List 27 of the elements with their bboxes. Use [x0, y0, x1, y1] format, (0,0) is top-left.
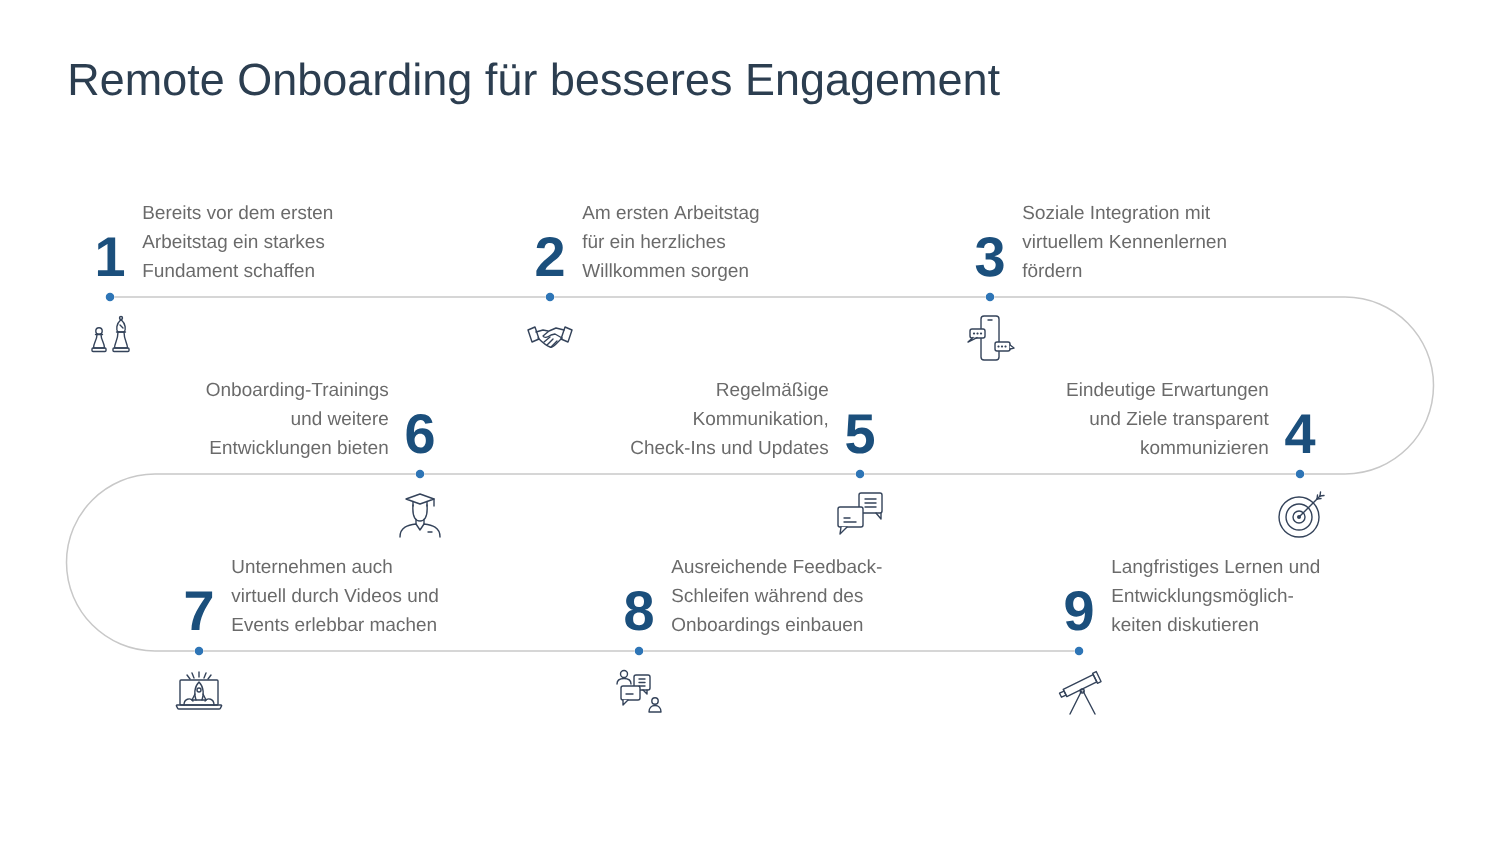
step-text: Eindeutige Erwartungen und Ziele transparent kommunizieren [1067, 382, 1269, 455]
timeline-line [65, 473, 417, 652]
step-number: 9 [1065, 590, 1093, 631]
title: Remote Onboarding für besseres Engagement [70, 62, 1000, 105]
step-number: 1 [97, 237, 124, 276]
timeline-line [113, 296, 547, 298]
step-number: 7 [185, 591, 213, 630]
step-text: Regelmäßige Kommunikation, Check-Ins und Updates [631, 382, 829, 458]
timeline-line [553, 296, 987, 298]
step-text: Am ersten Arbeitstag für ein herzliches Willkommen sorgen [582, 205, 759, 281]
step-text: Onboarding-Trainings und weitere Entwicklungen bieten [206, 382, 389, 458]
step-text: Bereits vor dem ersten Arbeitstag ein starkes Fundament schaffen [142, 205, 333, 278]
step-number: 5 [846, 414, 875, 454]
timeline-line [863, 473, 1297, 475]
step-text: Unternehmen auch virtuell durch Videos und Events erlebbar machen [231, 559, 438, 632]
step-number: 6 [406, 413, 434, 454]
timeline-line [642, 650, 1076, 652]
step-number: 8 [625, 590, 653, 631]
timeline-line [993, 296, 1435, 475]
step-number: 3 [975, 236, 1004, 277]
timeline-line [423, 473, 857, 475]
step-number: 4 [1285, 414, 1316, 453]
step-text: Soziale Integration mit virtuellem Kennenlernen fördern [1022, 205, 1226, 278]
step-text: Langfristiges Lernen und Entwicklungsmöglich- keiten diskutieren [1112, 559, 1320, 632]
step-number: 2 [536, 236, 564, 276]
timeline-line [202, 650, 636, 652]
step-text: Ausreichende Feedback- Schleifen während des Onboardings einbauen [671, 559, 882, 635]
